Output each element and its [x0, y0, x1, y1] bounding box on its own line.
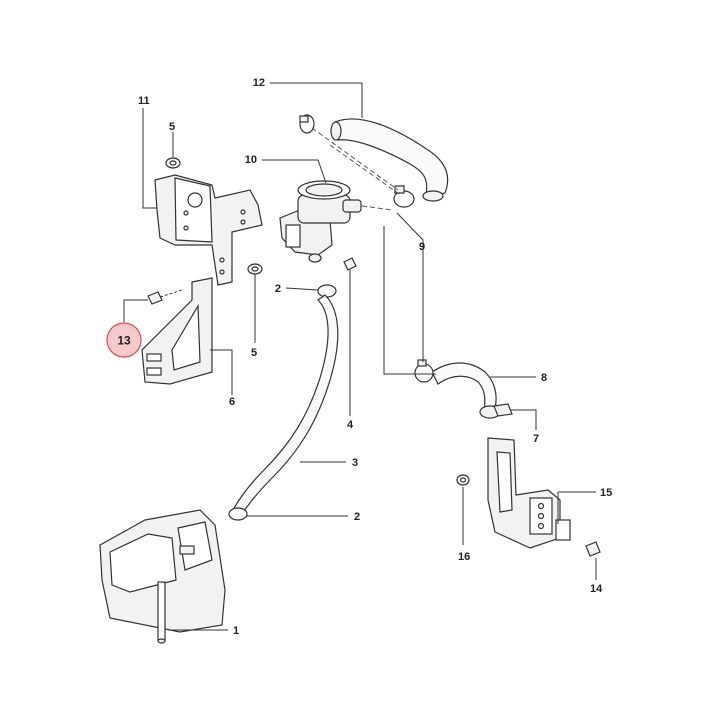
callout-11: 11	[138, 95, 150, 107]
callout-7: 7	[533, 433, 539, 445]
callout-1: 1	[233, 625, 239, 637]
washer-part-5-lower	[247, 263, 263, 275]
callout-13: 13	[117, 334, 131, 348]
fitting-part-7	[493, 403, 513, 417]
clamp-part-9-upper	[393, 185, 415, 208]
callout-8: 8	[541, 372, 547, 384]
bolt-part-14	[585, 541, 601, 557]
clamp-part-9-lower	[414, 359, 434, 383]
callout-10: 10	[245, 154, 257, 166]
callout-3: 3	[352, 457, 358, 469]
callout-14: 14	[590, 583, 603, 595]
callout-12: 12	[253, 77, 265, 89]
bolt-part-4	[343, 257, 357, 271]
leader-lines	[123, 82, 597, 631]
bolt-part-13	[147, 289, 183, 305]
callout-6: 6	[229, 396, 235, 408]
callout-13-highlight[interactable]: 13	[106, 322, 142, 358]
hose-part-3	[233, 294, 339, 515]
engine-block-part-1	[99, 509, 226, 644]
highlight-circle	[106, 322, 142, 358]
callout-2-lower: 2	[354, 511, 360, 523]
nut-part-16	[456, 474, 470, 486]
clamp-part-2-lower	[228, 507, 248, 521]
dashed-connection-lines	[311, 127, 403, 211]
support-bracket-part-6	[141, 277, 213, 385]
callout-5-lower: 5	[251, 347, 257, 359]
hose-part-8	[431, 362, 501, 419]
washer-part-5-upper	[165, 157, 181, 169]
callout-16: 16	[458, 551, 470, 563]
callout-labels: 11 5 12 10 5 6 9 4 2 3 2 1 8 7 15 16 14	[138, 77, 612, 637]
callout-5-upper: 5	[169, 121, 175, 133]
callout-4: 4	[347, 419, 354, 431]
callout-15: 15	[600, 487, 612, 499]
clamp-upper-left	[299, 114, 315, 134]
oil-separator-part-10	[279, 180, 362, 263]
callout-2-upper: 2	[275, 283, 281, 295]
clamp-part-2-upper	[317, 284, 337, 298]
hose-part-12	[330, 118, 449, 202]
bracket-part-11	[154, 174, 263, 286]
callout-9: 9	[419, 241, 425, 253]
bracket-part-15	[487, 437, 571, 549]
